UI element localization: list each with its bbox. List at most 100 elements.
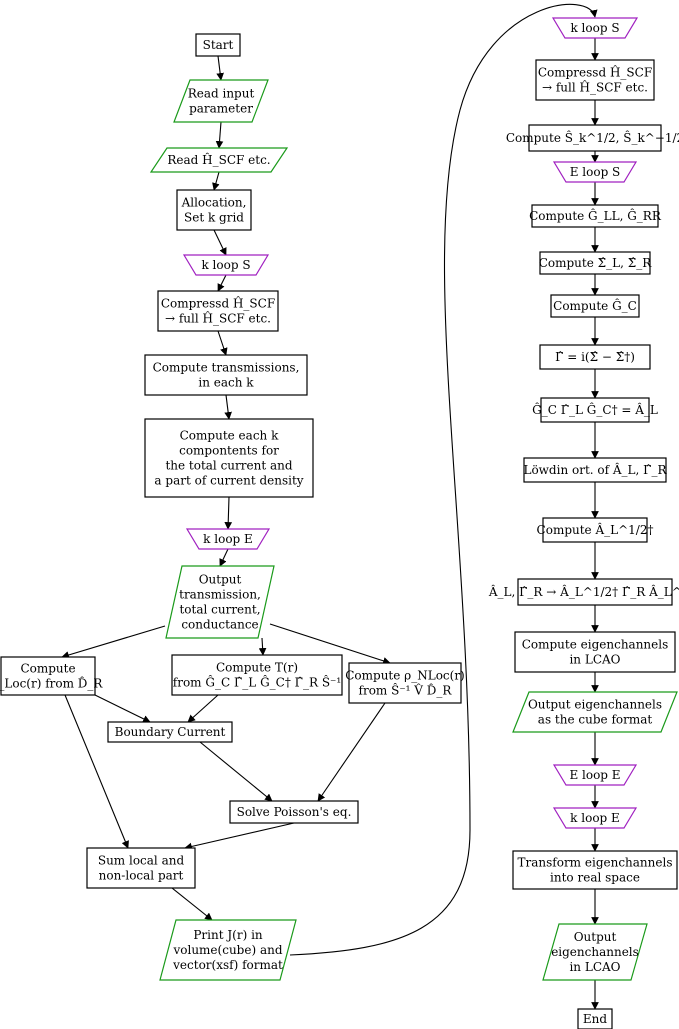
- node-label: → full Ĥ_SCF etc.: [542, 80, 648, 95]
- node-shape: [107, 721, 233, 743]
- node-label: Allocation,: [181, 196, 247, 210]
- flow-arrow: [212, 171, 220, 191]
- flow-arrow: [171, 887, 213, 921]
- node-shape: [577, 1008, 613, 1029]
- node-shape: [185, 528, 271, 550]
- node-label: in each k: [198, 376, 254, 390]
- node-eloop-s: E loop S: [552, 161, 638, 183]
- node-read-h: Read Ĥ_SCF etc.: [149, 147, 289, 173]
- node-label: in LCAO: [569, 960, 620, 974]
- node-label: as the cube format: [538, 713, 653, 727]
- flow-arrow: [61, 625, 166, 659]
- node-label: J_Loc(r) from D̂_R: [0, 675, 103, 690]
- node-label: Compute T(r): [216, 661, 298, 675]
- node-kloop-e-right: k loop E: [552, 807, 638, 829]
- node-shape: [539, 251, 651, 275]
- node-label: E loop S: [570, 165, 621, 179]
- node-label: Compressd Ĥ_SCF: [538, 65, 652, 80]
- node-label: Compute Ĝ_C: [553, 297, 637, 313]
- node-start: Start: [195, 33, 241, 57]
- node-boundary: Boundary Current: [107, 721, 233, 743]
- node-label: volume(cube) and: [172, 943, 282, 957]
- node-label: conductance: [181, 618, 258, 632]
- node-lowdin: Löwdin ort. of Â_L, Γ̂_R: [523, 457, 667, 483]
- node-shape: [171, 654, 343, 696]
- node-compute-rho: Compute ρ_NLoc(r)from Ŝ⁻¹ V̂ D̂_R: [345, 662, 465, 704]
- node-label: non-local part: [99, 869, 184, 883]
- node-label: Read Ĥ_SCF etc.: [167, 152, 270, 167]
- flow-arrow: [199, 741, 273, 802]
- flow-arrow: [269, 623, 391, 665]
- node-label: Compute Ĝ_LL, Ĝ_RR: [529, 207, 662, 223]
- node-label: Â_L, Γ̂_R → Â_L^1/2† Γ̂_R Â_L^1/2: [488, 584, 679, 599]
- node-poisson: Solve Poisson's eq.: [229, 800, 359, 824]
- flow-arrow: [64, 694, 129, 849]
- node-kloop-e-left: k loop E: [185, 528, 271, 550]
- node-shape: [514, 631, 676, 673]
- node-shape: [159, 919, 297, 981]
- node-label: from Ĝ_C Γ̂_L Ĝ_C† Γ̂_R Ŝ⁻¹: [173, 674, 341, 690]
- node-compute-trans: Compute transmissions,in each k: [144, 354, 308, 396]
- node-eloop-e: E loop E: [552, 764, 638, 786]
- node-label: from Ŝ⁻¹ V̂ D̂_R: [359, 682, 453, 698]
- node-shape: [531, 204, 659, 228]
- node-label: vector(xsf) format: [172, 958, 283, 972]
- node-shape: [512, 691, 678, 733]
- node-label: End: [583, 1012, 607, 1026]
- node-label: Output: [199, 573, 242, 587]
- node-label: Solve Poisson's eq.: [237, 805, 352, 819]
- node-label: k loop E: [203, 532, 253, 546]
- node-shape: [535, 59, 655, 101]
- node-shape: [552, 764, 638, 786]
- node-label: transmission,: [179, 588, 261, 602]
- node-label: in LCAO: [569, 653, 620, 667]
- flow-arrow: [213, 229, 227, 256]
- node-shape: [551, 17, 639, 39]
- node-label: Print J(r) in: [193, 928, 263, 942]
- node-compute-sigma: Compute Σ̂_L, Σ̂_R: [539, 251, 652, 275]
- node-label: → full Ĥ_SCF etc.: [165, 311, 271, 326]
- node-shape: [512, 850, 678, 890]
- node-label: k loop E: [570, 811, 620, 825]
- node-label: Compute: [20, 662, 75, 676]
- node-label: Read input: [188, 87, 255, 101]
- node-shape: [144, 354, 308, 396]
- node-shape: [144, 418, 314, 498]
- flow-arrow: [94, 694, 151, 723]
- node-kloop-s-left: k loop S: [182, 254, 270, 276]
- flow-arrow: [187, 694, 219, 723]
- node-label: Sum local and: [98, 854, 185, 868]
- node-shape: [552, 161, 638, 183]
- flow-arrow: [258, 637, 267, 656]
- node-shape: [542, 517, 648, 543]
- node-label: eigenchannels: [551, 945, 639, 959]
- node-shape: [552, 807, 638, 829]
- node-label: Transform eigenchannels: [518, 856, 673, 870]
- node-label: compontents for: [179, 444, 279, 458]
- node-compute-s: Compute Ŝ_k^1/2, Ŝ_k^−1/2: [506, 124, 679, 152]
- flow-arrow: [217, 330, 228, 356]
- node-shape: [517, 578, 673, 606]
- node-label: parameter: [189, 102, 253, 116]
- node-shape: [0, 656, 96, 696]
- node-shape: [539, 344, 651, 370]
- node-label: the total current and: [165, 459, 292, 473]
- node-label: Boundary Current: [115, 725, 226, 739]
- node-compute-gc: Compute Ĝ_C: [550, 294, 640, 318]
- node-shape: [86, 847, 196, 889]
- flow-arrow: [317, 702, 386, 802]
- node-al-gamma: Â_L, Γ̂_R → Â_L^1/2† Γ̂_R Â_L^1/2: [488, 578, 679, 606]
- flow-arrow: [219, 548, 229, 567]
- flow-arrow: [215, 121, 224, 149]
- node-label: Löwdin ort. of Â_L, Γ̂_R: [523, 462, 667, 477]
- flow-arrow: [224, 496, 233, 530]
- node-shape: [176, 189, 252, 231]
